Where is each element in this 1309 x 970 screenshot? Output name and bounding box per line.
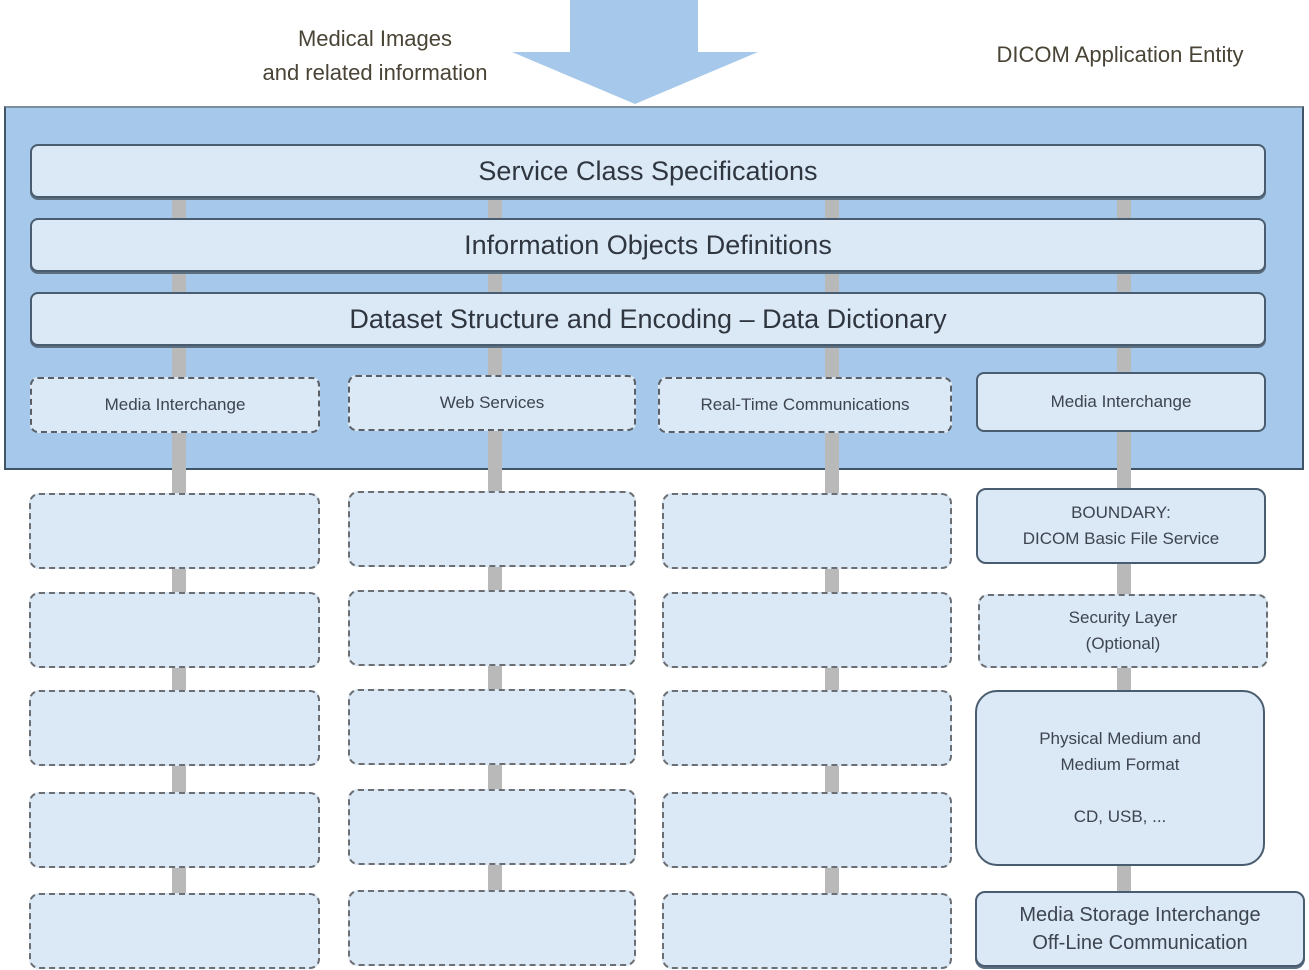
empty-layer-cell — [348, 491, 636, 567]
security-line1: Security Layer — [1068, 608, 1178, 627]
protocol-label: Web Services — [439, 393, 545, 412]
security-line2: (Optional) — [1085, 634, 1161, 653]
storage-line1: Media Storage Interchange — [1019, 904, 1261, 926]
layer-service-class: Service Class Specifications — [30, 144, 1266, 198]
physical-medium: Physical Medium and Medium Format CD, US… — [975, 690, 1265, 866]
empty-layer-cell — [29, 592, 320, 668]
protocol-label: Media Interchange — [1050, 392, 1192, 411]
empty-layer-cell — [29, 690, 320, 766]
physical-line1: Physical Medium and — [1039, 729, 1201, 748]
empty-layer-cell — [662, 690, 952, 766]
layer-label: Service Class Specifications — [478, 155, 818, 186]
protocol-media-interchange: Media Interchange — [30, 377, 320, 433]
empty-layer-cell — [29, 493, 320, 569]
entity-label: DICOM Application Entity — [996, 42, 1244, 67]
empty-layer-cell — [348, 689, 636, 765]
empty-layer-cell — [348, 789, 636, 865]
empty-layer-cell — [348, 890, 636, 966]
security-layer: Security Layer (Optional) — [978, 594, 1268, 668]
empty-layer-cell — [662, 792, 952, 868]
layer-dataset-structure: Dataset Structure and Encoding – Data Di… — [30, 292, 1266, 346]
protocol-media-interchange-solid: Media Interchange — [976, 372, 1266, 432]
layer-label: Information Objects Definitions — [464, 229, 832, 260]
storage-line2: Off-Line Communication — [1032, 932, 1248, 954]
input-label-line2: and related information — [262, 60, 488, 85]
input-label: Medical Images and related information — [230, 22, 520, 90]
boundary-line2: DICOM Basic File Service — [1022, 529, 1220, 548]
empty-layer-cell — [348, 590, 636, 666]
protocol-real-time-communications: Real-Time Communications — [658, 377, 952, 433]
protocol-web-services: Web Services — [348, 375, 636, 431]
physical-line2: Medium Format — [1060, 755, 1180, 774]
physical-line3: CD, USB, ... — [1073, 807, 1167, 826]
empty-layer-cell — [29, 792, 320, 868]
boundary-basic-file-service: BOUNDARY: DICOM Basic File Service — [976, 488, 1266, 564]
empty-layer-cell — [662, 592, 952, 668]
layer-label: Dataset Structure and Encoding – Data Di… — [349, 303, 947, 334]
media-storage-interchange: Media Storage Interchange Off-Line Commu… — [975, 891, 1305, 967]
layer-information-objects: Information Objects Definitions — [30, 218, 1266, 272]
input-label-line1: Medical Images — [297, 26, 453, 51]
protocol-label: Media Interchange — [104, 395, 246, 414]
protocol-label: Real-Time Communications — [700, 395, 910, 414]
empty-layer-cell — [662, 893, 952, 969]
boundary-line1: BOUNDARY: — [1071, 503, 1171, 522]
empty-layer-cell — [29, 893, 320, 969]
input-arrow-icon — [512, 0, 758, 104]
empty-layer-cell — [662, 493, 952, 569]
